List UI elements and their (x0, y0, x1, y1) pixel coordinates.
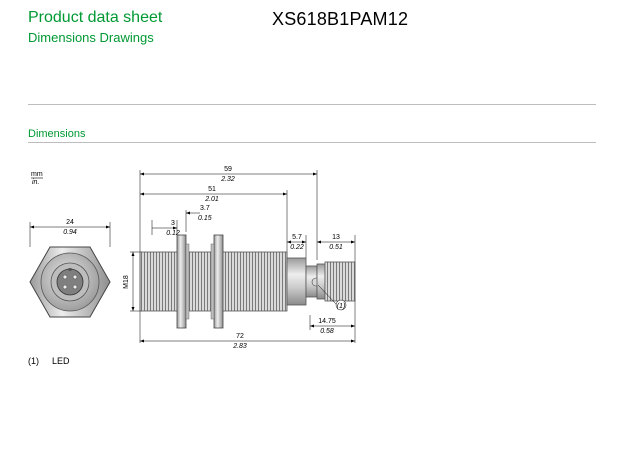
dim-72-mm: 72 (236, 333, 244, 340)
dim-24-mm: 24 (66, 219, 74, 226)
led-marker: (1) (337, 303, 346, 310)
dim-59-mm: 59 (224, 166, 232, 173)
dim-51-in: 2.01 (204, 196, 219, 203)
dim-3-mm: 3 (171, 220, 175, 227)
dim-5-7-in: 0.22 (290, 244, 304, 251)
dim-3-7-in: 0.15 (198, 215, 212, 222)
front-view: 24 0.94 (29, 219, 111, 318)
section-divider (28, 142, 596, 143)
dim-14-75-in: 0.58 (320, 328, 334, 335)
unit-in-label: in. (32, 179, 39, 186)
note-led: (1) LED (28, 356, 70, 366)
note-text: LED (52, 356, 70, 366)
page-subtitle: Dimensions Drawings (28, 30, 154, 45)
dim-51-mm: 51 (208, 186, 216, 193)
product-reference: XS618B1PAM12 (272, 9, 409, 29)
dim-13-in: 0.51 (329, 244, 343, 251)
dim-72-in: 2.83 (232, 343, 247, 350)
note-marker: (1) (28, 356, 39, 366)
page-title: Product data sheet (28, 9, 163, 26)
dim-m18: M18 (123, 275, 130, 289)
dim-3-7-mm: 3.7 (200, 205, 210, 212)
dim-3-in: 0.12 (166, 230, 180, 237)
section-title-dimensions: Dimensions (28, 128, 86, 140)
side-view: 59 2.32 51 2.01 3.7 0.15 3 0.12 5.7 0.22… (123, 166, 356, 350)
dim-59-in: 2.32 (220, 176, 235, 183)
dim-13-mm: 13 (332, 234, 340, 241)
header-divider (28, 104, 596, 105)
dim-14-75-mm: 14.75 (318, 318, 336, 325)
dim-5-7-mm: 5.7 (292, 234, 302, 241)
unit-mm-label: mm (31, 171, 43, 178)
dim-24-in: 0.94 (63, 229, 77, 236)
